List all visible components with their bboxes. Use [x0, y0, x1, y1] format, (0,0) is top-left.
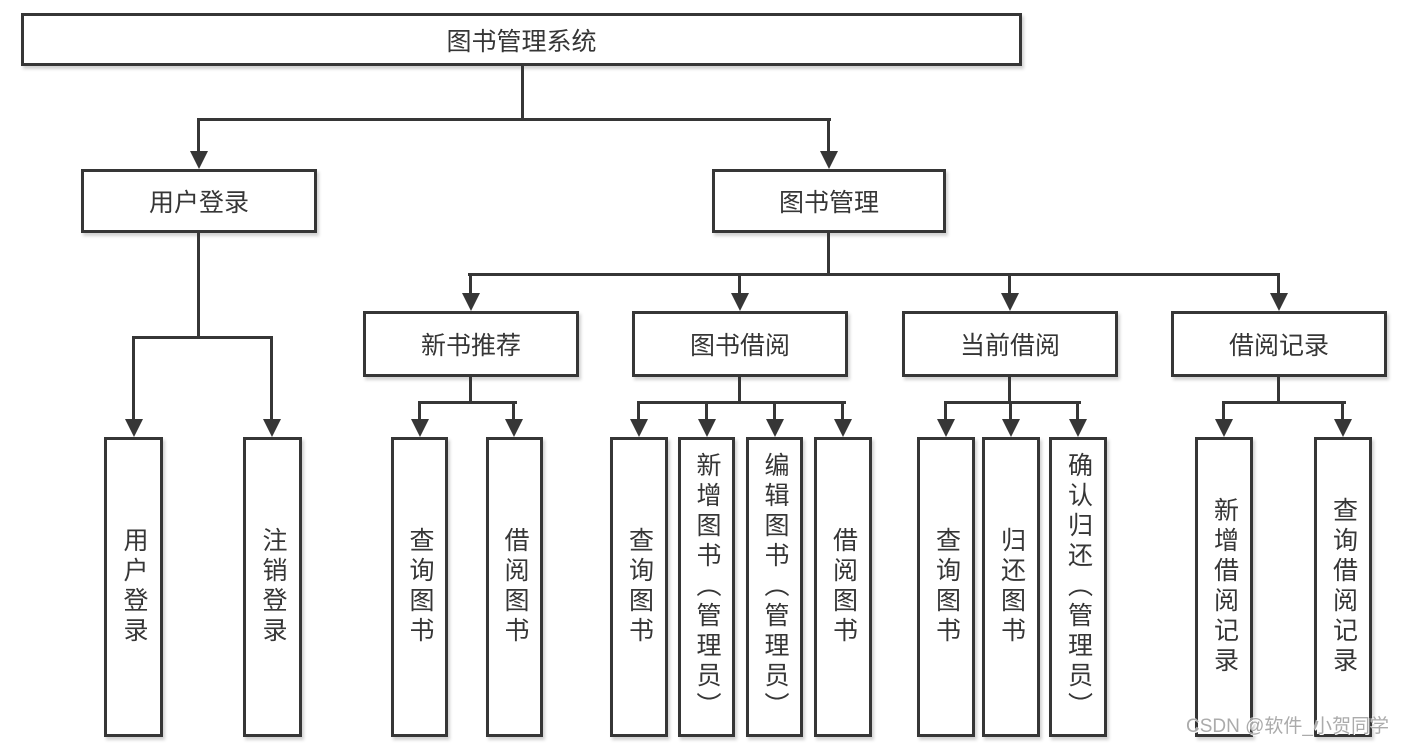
connector-line [1076, 401, 1079, 422]
connector-line [1222, 401, 1225, 422]
arrow-down-icon [820, 151, 838, 169]
connector-line [637, 401, 640, 422]
leaf-confirm-return-admin: 确认归还（管理员） [1049, 437, 1107, 737]
connector-line [197, 118, 831, 121]
connector-line [418, 401, 421, 422]
arrow-down-icon [1002, 419, 1020, 437]
node-label: 注销登录 [259, 527, 287, 647]
node-borrow-records: 借阅记录 [1171, 311, 1387, 377]
connector-line [827, 118, 830, 154]
leaf-edit-book-admin: 编辑图书（管理员） [746, 437, 803, 737]
connector-line [1222, 401, 1346, 404]
node-label: 查询图书 [625, 527, 654, 647]
node-user-login: 用户登录 [81, 169, 317, 233]
connector-line [521, 66, 524, 118]
arrow-down-icon [630, 419, 648, 437]
leaf-query-books-current: 查询图书 [917, 437, 975, 737]
arrow-down-icon [731, 293, 749, 311]
node-label: 图书管理系统 [446, 27, 597, 56]
node-label: 借阅记录 [1228, 332, 1329, 360]
arrow-down-icon [937, 419, 955, 437]
node-label: 用户登录 [120, 527, 148, 647]
connector-line [270, 336, 273, 422]
arrow-down-icon [1270, 293, 1288, 311]
connector-line [738, 377, 741, 403]
leaf-add-book-admin: 新增图书（管理员） [678, 437, 735, 737]
node-book-management: 图书管理 [712, 169, 946, 233]
node-label: 借阅图书 [829, 527, 858, 647]
leaf-query-borrow-record: 查询借阅记录 [1314, 437, 1372, 737]
node-current-borrowing: 当前借阅 [902, 311, 1118, 377]
arrow-down-icon [505, 419, 523, 437]
connector-line [469, 377, 472, 403]
connector-line [637, 401, 846, 404]
connector-line [1009, 401, 1012, 422]
leaf-user-login: 用户登录 [104, 437, 163, 737]
node-root: 图书管理系统 [21, 13, 1022, 66]
node-label: 当前借阅 [959, 332, 1060, 360]
node-label: 编辑图书（管理员） [761, 452, 789, 722]
leaf-query-books-borrowing: 查询图书 [610, 437, 668, 737]
node-label: 新增借阅记录 [1210, 497, 1239, 677]
node-label: 借阅图书 [501, 527, 529, 647]
leaf-query-books-recommend: 查询图书 [391, 437, 448, 737]
arrow-down-icon [263, 419, 281, 437]
leaf-logout: 注销登录 [243, 437, 302, 737]
connector-line [418, 401, 517, 404]
connector-line [197, 233, 200, 336]
connector-line [944, 401, 947, 422]
arrow-down-icon [1215, 419, 1233, 437]
node-new-book-recommend: 新书推荐 [363, 311, 579, 377]
node-label: 归还图书 [997, 527, 1026, 647]
connector-line [1008, 377, 1011, 403]
arrow-down-icon [1334, 419, 1352, 437]
node-label: 查询图书 [932, 527, 961, 647]
connector-line [705, 401, 708, 422]
leaf-add-borrow-record: 新增借阅记录 [1195, 437, 1253, 737]
connector-line [197, 118, 200, 154]
arrow-down-icon [1001, 293, 1019, 311]
connector-line [132, 336, 135, 422]
leaf-borrow-books-borrowing: 借阅图书 [814, 437, 872, 737]
connector-line [738, 273, 741, 297]
node-book-borrowing: 图书借阅 [632, 311, 848, 377]
connector-line [1277, 273, 1280, 297]
arrow-down-icon [766, 419, 784, 437]
connector-line [827, 233, 830, 273]
node-label: 新书推荐 [420, 332, 521, 360]
node-label: 图书借阅 [689, 332, 790, 360]
leaf-return-book: 归还图书 [982, 437, 1040, 737]
node-label: 查询借阅记录 [1329, 497, 1358, 677]
arrow-down-icon [834, 419, 852, 437]
connector-line [468, 273, 1280, 276]
connector-line [773, 401, 776, 422]
arrow-down-icon [190, 151, 208, 169]
node-label: 确认归还（管理员） [1064, 452, 1093, 722]
connector-line [1341, 401, 1344, 422]
node-label: 查询图书 [406, 527, 434, 647]
node-label: 图书管理 [778, 189, 879, 217]
watermark: CSDN @软件_小贺同学 [1186, 716, 1389, 737]
connector-line [469, 273, 472, 297]
connector-line [841, 401, 844, 422]
arrow-down-icon [125, 419, 143, 437]
node-label: 用户登录 [148, 189, 249, 217]
connector-line [944, 401, 1081, 404]
connector-line [132, 336, 273, 339]
arrow-down-icon [1069, 419, 1087, 437]
arrow-down-icon [462, 293, 480, 311]
connector-line [1277, 377, 1280, 403]
arrow-down-icon [411, 419, 429, 437]
node-label: 新增图书（管理员） [693, 452, 721, 722]
leaf-borrow-books-recommend: 借阅图书 [486, 437, 543, 737]
connector-line [512, 401, 515, 422]
arrow-down-icon [698, 419, 716, 437]
connector-line [1008, 273, 1011, 297]
